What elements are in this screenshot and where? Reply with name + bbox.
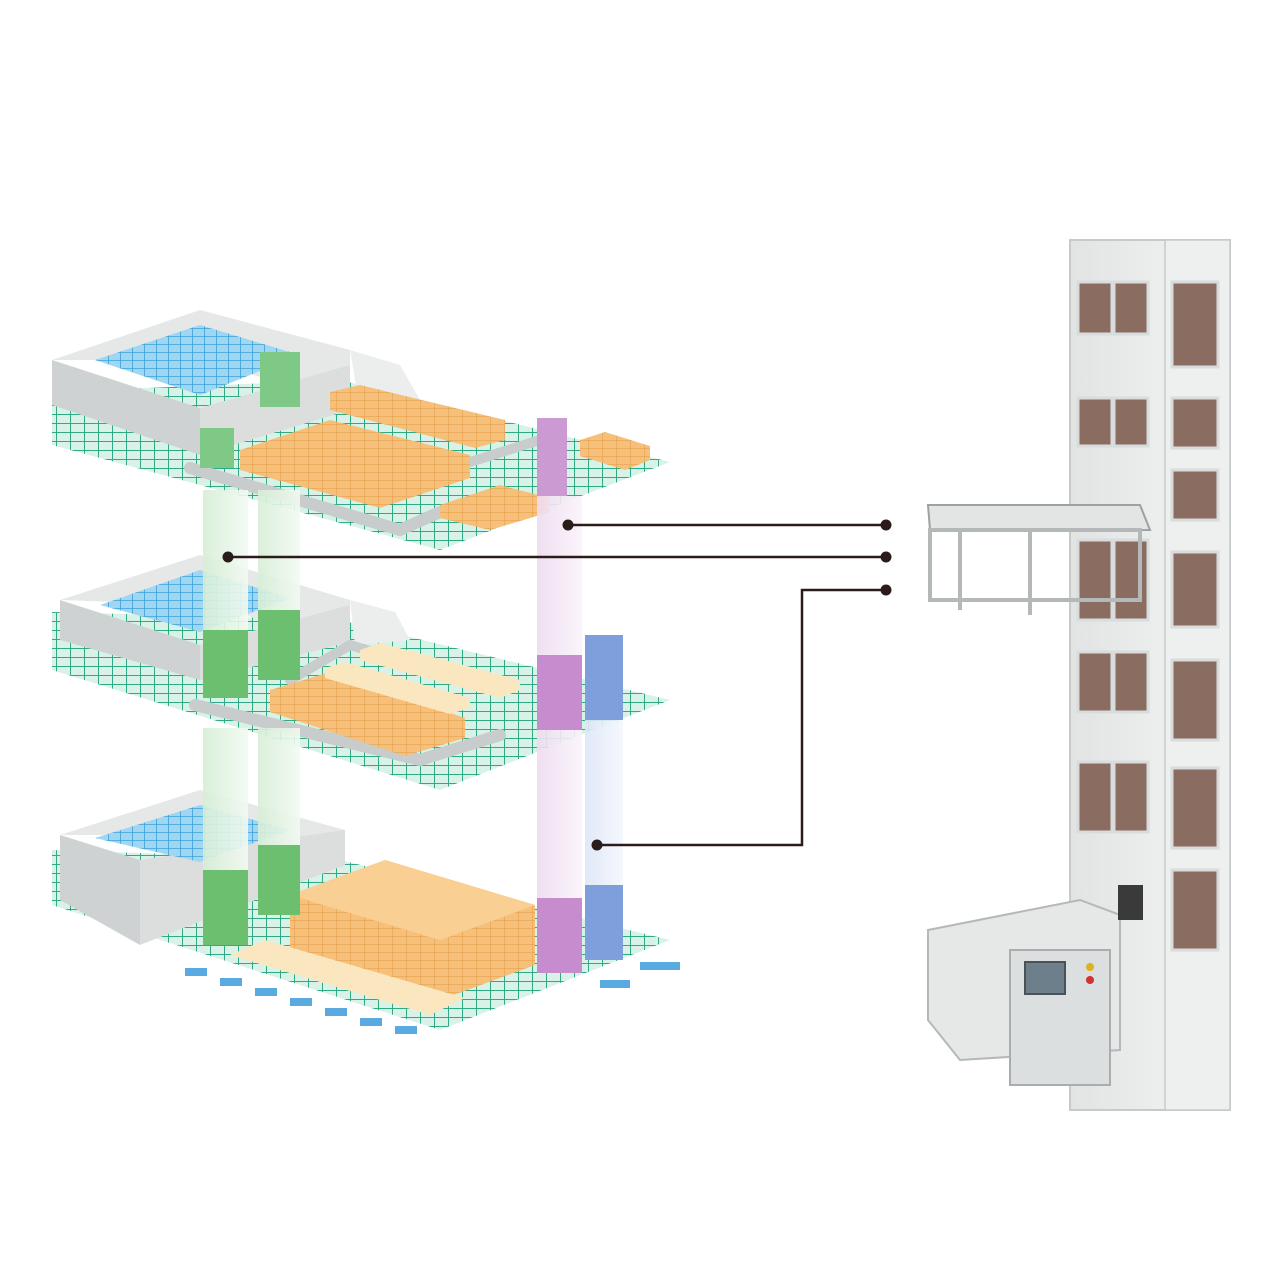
stop-button — [1086, 976, 1094, 984]
blue-lift-body — [585, 885, 623, 960]
control-screen — [1024, 961, 1066, 995]
wall-side — [200, 365, 350, 455]
green-lift-body — [203, 630, 248, 698]
green-lift-head — [260, 352, 300, 407]
wall-front — [60, 835, 140, 945]
floor-middle — [52, 490, 670, 790]
wall-front — [60, 600, 200, 680]
cargo-stack — [330, 385, 505, 448]
cargo-stack — [270, 672, 465, 756]
callout-dot — [880, 519, 892, 531]
callout-line-blue-lift — [597, 588, 886, 847]
cargo-stack — [440, 485, 550, 530]
vertical-conveyor-tower — [926, 239, 1231, 1111]
cargo-stack — [580, 432, 650, 470]
purple-lift-body — [537, 898, 582, 973]
blue-lift-shaft — [585, 720, 623, 900]
callout-dot — [222, 551, 234, 563]
carriage-arm — [926, 504, 1152, 531]
roller-feet — [185, 962, 680, 1034]
wall-end — [350, 600, 410, 645]
rail — [189, 699, 506, 767]
floor-top — [52, 310, 670, 550]
green-lift-head — [200, 428, 234, 468]
callout-dot — [591, 839, 603, 851]
rail — [184, 462, 446, 537]
green-lift-shaft — [203, 728, 248, 878]
wall-front — [52, 360, 200, 455]
rail — [465, 435, 545, 467]
green-lift-body — [203, 870, 248, 945]
callout-dot — [562, 519, 574, 531]
purple-lift-body — [537, 655, 582, 730]
water-area — [95, 325, 300, 395]
cargo-stack — [240, 420, 470, 508]
purple-lift-head — [537, 418, 567, 496]
indicator-light — [1086, 963, 1094, 971]
callout-dot — [880, 551, 892, 563]
green-lift-body — [258, 610, 300, 680]
purple-lift-shaft — [537, 730, 582, 900]
callout-dot — [880, 584, 892, 596]
callout-dots — [222, 519, 892, 851]
floor-bottom — [52, 720, 680, 1034]
callouts — [228, 523, 886, 847]
purple-lift-shaft — [537, 496, 582, 656]
conveyor-strip — [230, 940, 465, 1015]
cargo-stack-light — [325, 662, 470, 714]
sensor-box — [1118, 885, 1143, 920]
green-lift-shaft — [203, 490, 248, 640]
tower-windows — [1076, 280, 1220, 952]
blue-lift-body — [585, 635, 623, 720]
cargo-stack-light — [360, 643, 520, 698]
carriage-frame — [928, 528, 1142, 602]
cargo-stack-top — [290, 860, 535, 940]
green-lift-body — [258, 845, 300, 915]
